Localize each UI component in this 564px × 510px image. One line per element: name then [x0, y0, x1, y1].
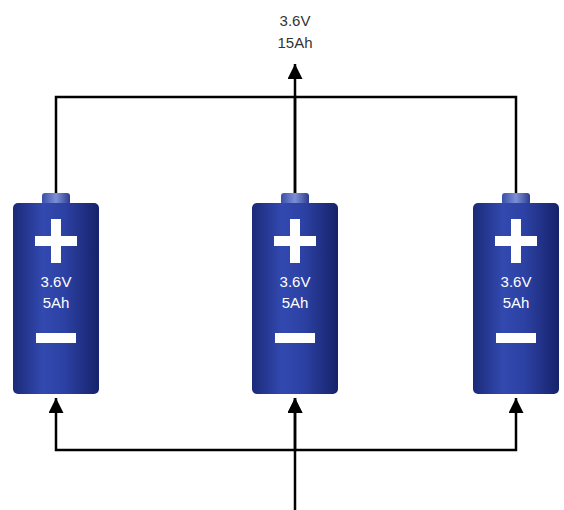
wire	[295, 398, 516, 450]
cell-rating: 3.6V	[251, 271, 339, 292]
pack-rating: 3.6V 15Ah	[269, 10, 321, 54]
minus-sign	[496, 333, 536, 343]
wire	[56, 97, 295, 193]
cell-rating: 5Ah	[251, 292, 339, 313]
cell-rating: 5Ah	[472, 292, 560, 313]
plus-sign	[35, 236, 77, 246]
cell-rating: 3.6V	[12, 271, 100, 292]
cell-rating: 3.6V	[472, 271, 560, 292]
plus-sign	[274, 236, 316, 246]
battery-cell: 3.6V5Ah	[12, 193, 100, 395]
plus-sign	[495, 236, 537, 246]
output-arrow	[294, 64, 297, 97]
cell-body	[252, 203, 338, 394]
wire	[56, 398, 295, 450]
minus-sign	[275, 333, 315, 343]
wire	[295, 97, 516, 193]
cell-rating: 5Ah	[12, 292, 100, 313]
minus-sign	[36, 333, 76, 343]
battery-cell: 3.6V5Ah	[251, 193, 339, 395]
input-wire	[294, 450, 297, 510]
cell-body	[473, 203, 559, 394]
cell-body	[13, 203, 99, 394]
battery-cell: 3.6V5Ah	[472, 193, 560, 395]
